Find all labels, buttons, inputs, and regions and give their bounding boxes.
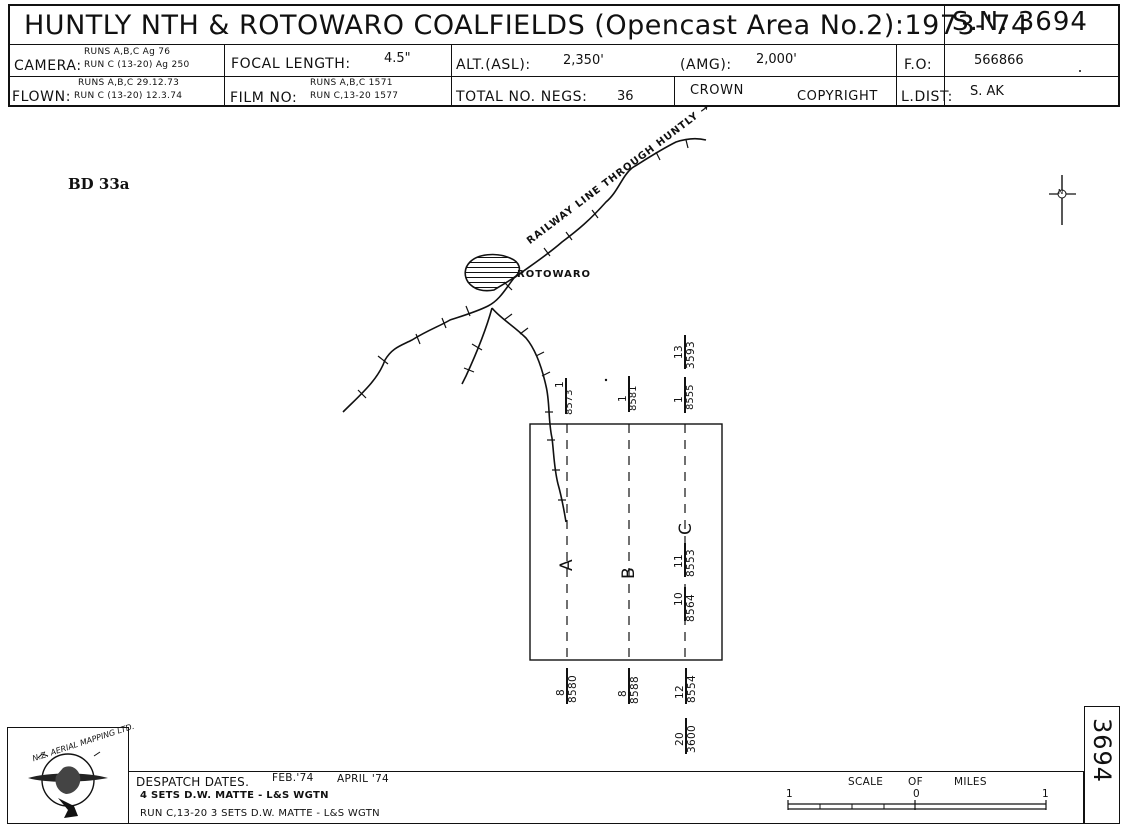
frame-c-bottom-den: 8554 (686, 675, 698, 703)
scale-bar (787, 800, 1047, 810)
frame-bar (565, 378, 567, 414)
frame-bar (684, 335, 686, 369)
frame-b-bottom-den: 8588 (629, 676, 641, 704)
header-divider (8, 44, 1120, 45)
camera-bottom: RUN C (13-20) Ag 250 (84, 60, 190, 70)
frame-c-bottom-num: 12 (674, 685, 686, 699)
crown-text: CROWN (690, 83, 744, 98)
header-divider (896, 44, 897, 107)
frame-extra-3-num: 10 (673, 592, 685, 606)
frame-extra-2-num: 11 (673, 554, 685, 568)
amg-label: (AMG): (680, 57, 732, 73)
frame-bar (685, 718, 687, 754)
sheet-number-box (1084, 706, 1120, 824)
despatch-date-1: FEB.'74 (272, 772, 314, 784)
header-divider (8, 76, 1120, 77)
film-bottom: RUN C,13-20 1577 (310, 91, 399, 101)
film-label: FILM NO: (230, 90, 298, 106)
frame-extra-1-den: 3593 (685, 341, 697, 369)
film-top: RUNS A,B,C 1571 (310, 78, 393, 88)
frame-bar (628, 668, 630, 704)
despatch-line-2: 4 SETS D.W. MATTE - L&S WGTN (140, 790, 329, 801)
coverage-box (529, 423, 723, 661)
map-dot (604, 378, 608, 382)
despatch-label: DESPATCH DATES. (136, 775, 250, 789)
flown-bottom: RUN C (13-20) 12.3.74 (74, 91, 183, 101)
despatch-line-3: RUN C,13-20 3 SETS D.W. MATTE - L&S WGTN (140, 808, 380, 819)
footer-box (129, 771, 1084, 824)
frame-a-top-num: 1 (554, 381, 566, 388)
run-label-c: C (676, 523, 696, 535)
header-divider (674, 76, 675, 107)
header-divider (944, 4, 945, 107)
rotowaro-label: ROTOWARO (517, 269, 592, 280)
header-divider (224, 44, 225, 107)
branch-line (491, 307, 567, 523)
sheet-number: S.N. 3694 (952, 7, 1088, 37)
negs-value: 36 (617, 89, 634, 104)
frame-b-top: 8581 (628, 385, 639, 411)
copyright-text: COPYRIGHT (797, 89, 878, 104)
negs-label: TOTAL NO. NEGS: (456, 89, 588, 105)
logo-box: N.Z. AERIAL MAPPING LTD. (7, 722, 135, 824)
flown-top: RUNS A,B,C 29.12.73 (78, 78, 180, 88)
frame-extra-2-den: 8553 (685, 549, 697, 577)
scale-miles: MILES (954, 776, 987, 788)
scale-mid: 0 (913, 788, 920, 800)
north-arrow (1049, 175, 1076, 225)
flown-label: FLOWN: (12, 89, 72, 105)
camera-top: RUNS A,B,C Ag 76 (84, 47, 171, 57)
frame-extra-4-den: 3600 (686, 725, 698, 753)
run-label-a: A (557, 559, 577, 571)
fo-value: 566866 (974, 53, 1024, 68)
frame-c-top: 8555 (685, 384, 696, 410)
frame-bar (566, 668, 568, 704)
railway-ticks (357, 139, 689, 501)
despatch-date-2: APRIL '74 (337, 773, 390, 785)
aerial-mapping-logo (28, 751, 108, 818)
scale-right: 1 (1042, 788, 1049, 800)
amg-value: 2,000' (756, 52, 797, 67)
frame-bar (628, 376, 630, 412)
scale-left: 1 (786, 788, 793, 800)
frame-bar (685, 668, 687, 704)
scale-of: OF (908, 776, 923, 788)
scale-label: SCALE (848, 776, 884, 788)
frame-extra-3-den: 8564 (685, 594, 697, 622)
frame-c-top-num: 1 (673, 396, 685, 403)
fo-label: F.O: (904, 57, 933, 73)
frame-b-bottom-num: 8 (617, 690, 629, 697)
frame-extra-4-num: 20 (674, 732, 686, 746)
frame-a-bottom-num: 8 (555, 689, 567, 696)
ldist-label: L.DIST: (901, 89, 953, 105)
frame-b-top-num: 1 (617, 395, 629, 402)
alt-value: 2,350' (563, 53, 604, 68)
focal-value: 4.5" (384, 51, 411, 66)
header-divider (451, 44, 452, 107)
sheet-number-vertical: 3694 (1088, 718, 1116, 784)
frame-bar (684, 543, 686, 577)
map-title: HUNTLY NTH & ROTOWARO COALFIELDS (Openca… (24, 10, 1029, 41)
frame-extra-1-num: 13 (673, 345, 685, 359)
frame-bar (684, 377, 686, 413)
map-dot (1079, 70, 1081, 72)
focal-label: FOCAL LENGTH: (231, 56, 351, 72)
alt-label: ALT.(ASL): (456, 57, 531, 73)
sheet-id: BD 33a (68, 175, 130, 193)
camera-label: CAMERA: (14, 58, 82, 74)
frame-a-bottom-den: 8580 (567, 675, 579, 703)
ldist-value: S. AK (970, 84, 1004, 99)
railway-spur (461, 307, 493, 385)
north-letter: N (1058, 188, 1064, 196)
frame-bar (684, 587, 686, 621)
header-box (8, 4, 1120, 107)
rotowaro-area (464, 253, 521, 292)
run-label-b: B (619, 567, 639, 579)
